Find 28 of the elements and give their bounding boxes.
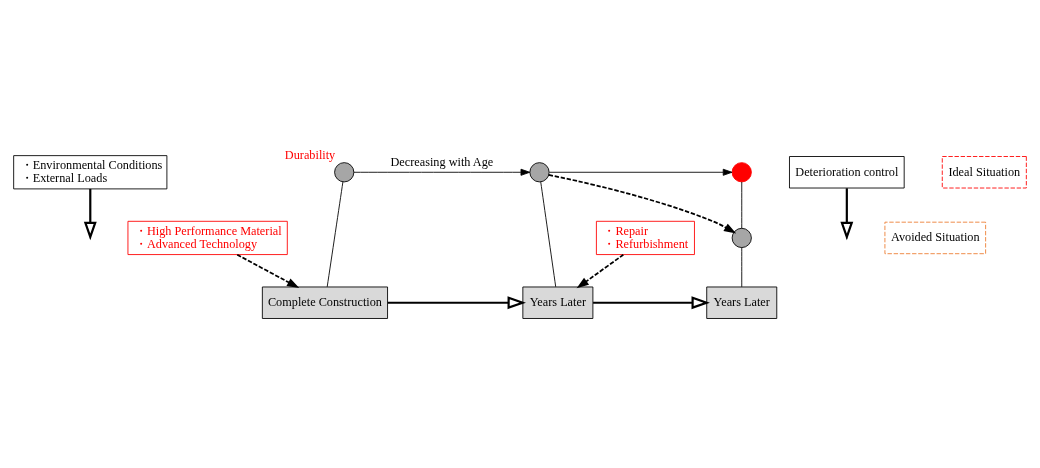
arrow	[593, 296, 710, 310]
node-box: Avoided Situation	[884, 221, 987, 255]
node-box: Deterioration control	[789, 156, 905, 189]
arrow	[83, 188, 97, 241]
node-box: Years Later	[522, 286, 594, 319]
node-box: ・Environmental Conditions ・External Loads	[13, 155, 168, 190]
connector	[326, 181, 344, 288]
arrow	[353, 168, 531, 176]
node-box: ・High Performance Material ・Advanced Technology	[127, 220, 288, 255]
arrow	[576, 253, 625, 289]
arrow	[387, 296, 526, 310]
arrow	[547, 174, 737, 234]
arrow	[548, 168, 733, 176]
node-box: Ideal Situation	[941, 156, 1027, 189]
edge-label: Decreasing with Age	[390, 155, 494, 170]
connector	[540, 181, 557, 288]
node-circle	[731, 162, 752, 183]
node-circle	[731, 227, 752, 248]
node-box: Complete Construction	[261, 286, 388, 319]
node-box: ・Repair ・Refurbishment	[595, 220, 695, 255]
node-circle	[334, 162, 355, 183]
arrow	[236, 253, 300, 289]
connector	[741, 247, 743, 288]
arrow	[840, 188, 854, 241]
connector	[741, 181, 743, 229]
node-circle	[529, 162, 550, 183]
node-label: Durability	[284, 148, 336, 163]
node-box: Years Later	[706, 286, 778, 319]
